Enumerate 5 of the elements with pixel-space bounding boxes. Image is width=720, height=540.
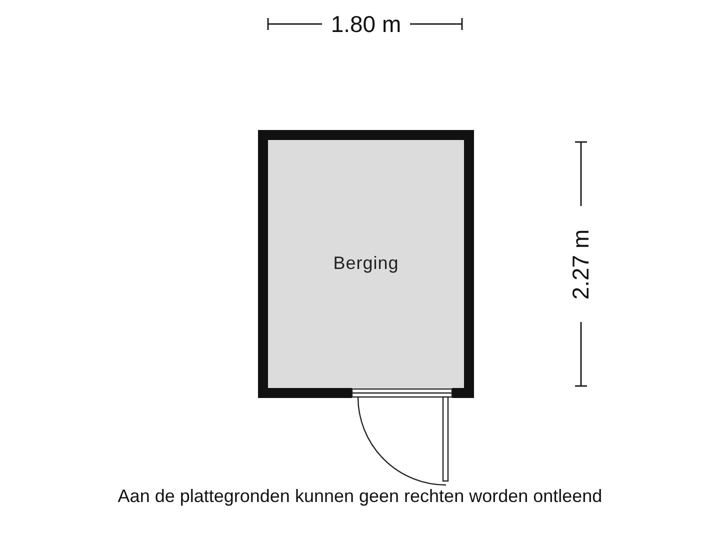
dimension-label: 1.80 m [330, 11, 402, 38]
dimension-label: 2.27 m [568, 228, 594, 302]
room-floor [268, 140, 464, 388]
disclaimer-text: Aan de plattegronden kunnen geen rechten worden ontleend [116, 486, 604, 507]
room-label: Berging [332, 253, 400, 274]
